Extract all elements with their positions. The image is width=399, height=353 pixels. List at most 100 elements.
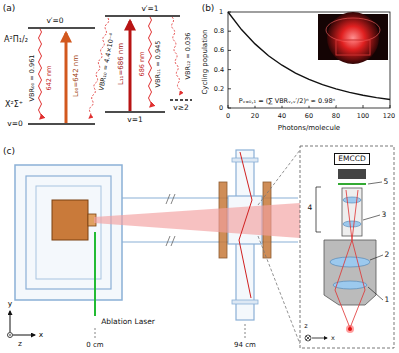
zoom-line: [258, 236, 300, 344]
wavelength-label: 686 nm: [139, 52, 146, 77]
axis-letter: x: [331, 335, 335, 342]
leader-line: [370, 255, 383, 260]
axis-out-of-page: [9, 334, 11, 336]
population-curve: [228, 12, 390, 100]
state-label: X²Σ⁺: [5, 101, 23, 109]
callout-number: 5: [384, 178, 389, 186]
axis-label: Photons/molecule: [278, 125, 340, 132]
laser-label: L₁₁=686 nm: [118, 43, 125, 85]
branching-ratio: VBR₁₂ = 0.036: [185, 33, 192, 80]
laser-arrow: [65, 33, 68, 123]
tick-label: 0.2: [214, 86, 224, 93]
leader-line: [368, 182, 382, 184]
tick-label: 20: [251, 113, 259, 120]
laser-label: L₀₀=642 nm: [73, 55, 80, 97]
energy-level: [170, 99, 192, 101]
branching-ratio: VBR₀₀ = 0.961: [29, 55, 36, 102]
axis-letter: y: [8, 300, 12, 308]
lens: [343, 197, 361, 203]
leader-line: [368, 287, 383, 300]
lens-tube: [342, 188, 362, 236]
panel-letter: (a): [3, 4, 16, 13]
branching-ratio: VBR₁₀ = 4.4×10⁻⁴: [98, 33, 116, 91]
lens: [330, 257, 370, 267]
zoom-line: [258, 150, 300, 205]
photo-window: [336, 40, 370, 55]
branching-ratio: VBR₁₁ = 0.945: [155, 41, 162, 88]
formula: Pᵥ₌₀,₁ = (∑ VBRᵥ,ᵥ′/2)ⁿ ≈ 0.98ⁿ: [238, 97, 336, 106]
photo-glow: [327, 12, 379, 64]
fluorescence-spot: [348, 327, 352, 331]
energy-level: [28, 123, 95, 125]
tick-label: 40: [278, 113, 286, 120]
tick-label: 0.4: [214, 66, 224, 73]
light-ray: [335, 190, 352, 328]
axis-arrow: [10, 311, 11, 332]
bracket: [316, 187, 321, 232]
level-label: v=1: [127, 116, 143, 124]
leader-line: [363, 215, 380, 220]
tick-label: 120: [383, 113, 395, 120]
axis-into-page: [305, 335, 311, 341]
level-label: v′=0: [46, 17, 63, 25]
flange: [232, 300, 258, 304]
position-tick: [245, 324, 246, 338]
fluorescence-spot: [346, 325, 354, 333]
optics-housing: [324, 240, 376, 305]
filter: [338, 183, 366, 185]
position-tick: [95, 328, 96, 338]
ablation-laser: [94, 232, 96, 316]
inset-frame: [300, 146, 394, 348]
axis-letter: z: [18, 340, 22, 348]
tick-marks: [228, 12, 390, 108]
axis-out-of-page: [8, 333, 13, 338]
callout-number: 4: [308, 204, 313, 212]
panel-letter: (c): [3, 147, 15, 156]
distance-label: 94 cm: [234, 342, 256, 349]
axis-letter: x: [39, 331, 43, 339]
callout-number: 1: [385, 296, 390, 304]
wavelength-label: 642 nm: [46, 66, 53, 91]
decay-wave: [171, 17, 181, 95]
axis-label: Cycling population: [202, 29, 209, 94]
probe-laser: [239, 152, 252, 298]
tick-label: 0: [226, 113, 230, 120]
camera-body: [338, 169, 366, 179]
level-label: v=0: [7, 120, 23, 128]
photo-ring: [326, 18, 380, 42]
camera-label: EMCCD: [338, 155, 365, 163]
chamber-outer: [15, 165, 122, 300]
lens: [333, 281, 367, 289]
state-label: A²Π₁/₂: [4, 36, 28, 44]
level-label: v′=1: [141, 5, 158, 13]
energy-level: [28, 27, 95, 29]
distance-label: 0 cm: [86, 342, 103, 349]
flange: [232, 158, 258, 162]
decay-wave: [149, 17, 152, 107]
panel-letter: (b): [202, 4, 215, 13]
laser-arrow: [129, 21, 132, 111]
buffer-gas-cell: [52, 200, 88, 240]
tube-wall: [122, 197, 228, 198]
tick-label: 1: [219, 9, 223, 16]
energy-level: [105, 15, 180, 17]
plot-frame: [228, 12, 390, 108]
energy-level: [105, 111, 165, 113]
callout-number: 2: [385, 251, 390, 259]
camera-box: EMCCD: [334, 153, 370, 165]
callout-number: 3: [382, 211, 387, 219]
tick-label: 80: [332, 113, 340, 120]
tick-label: 0: [219, 105, 223, 112]
tick-label: 60: [305, 113, 313, 120]
chamber-inner: [26, 176, 111, 289]
tube-wall: [122, 241, 228, 242]
shield: [36, 186, 101, 279]
axis-into-page: [306, 336, 310, 340]
axis-letter: z: [304, 323, 307, 330]
level-label: v≥2: [173, 104, 189, 112]
lens: [343, 221, 361, 227]
